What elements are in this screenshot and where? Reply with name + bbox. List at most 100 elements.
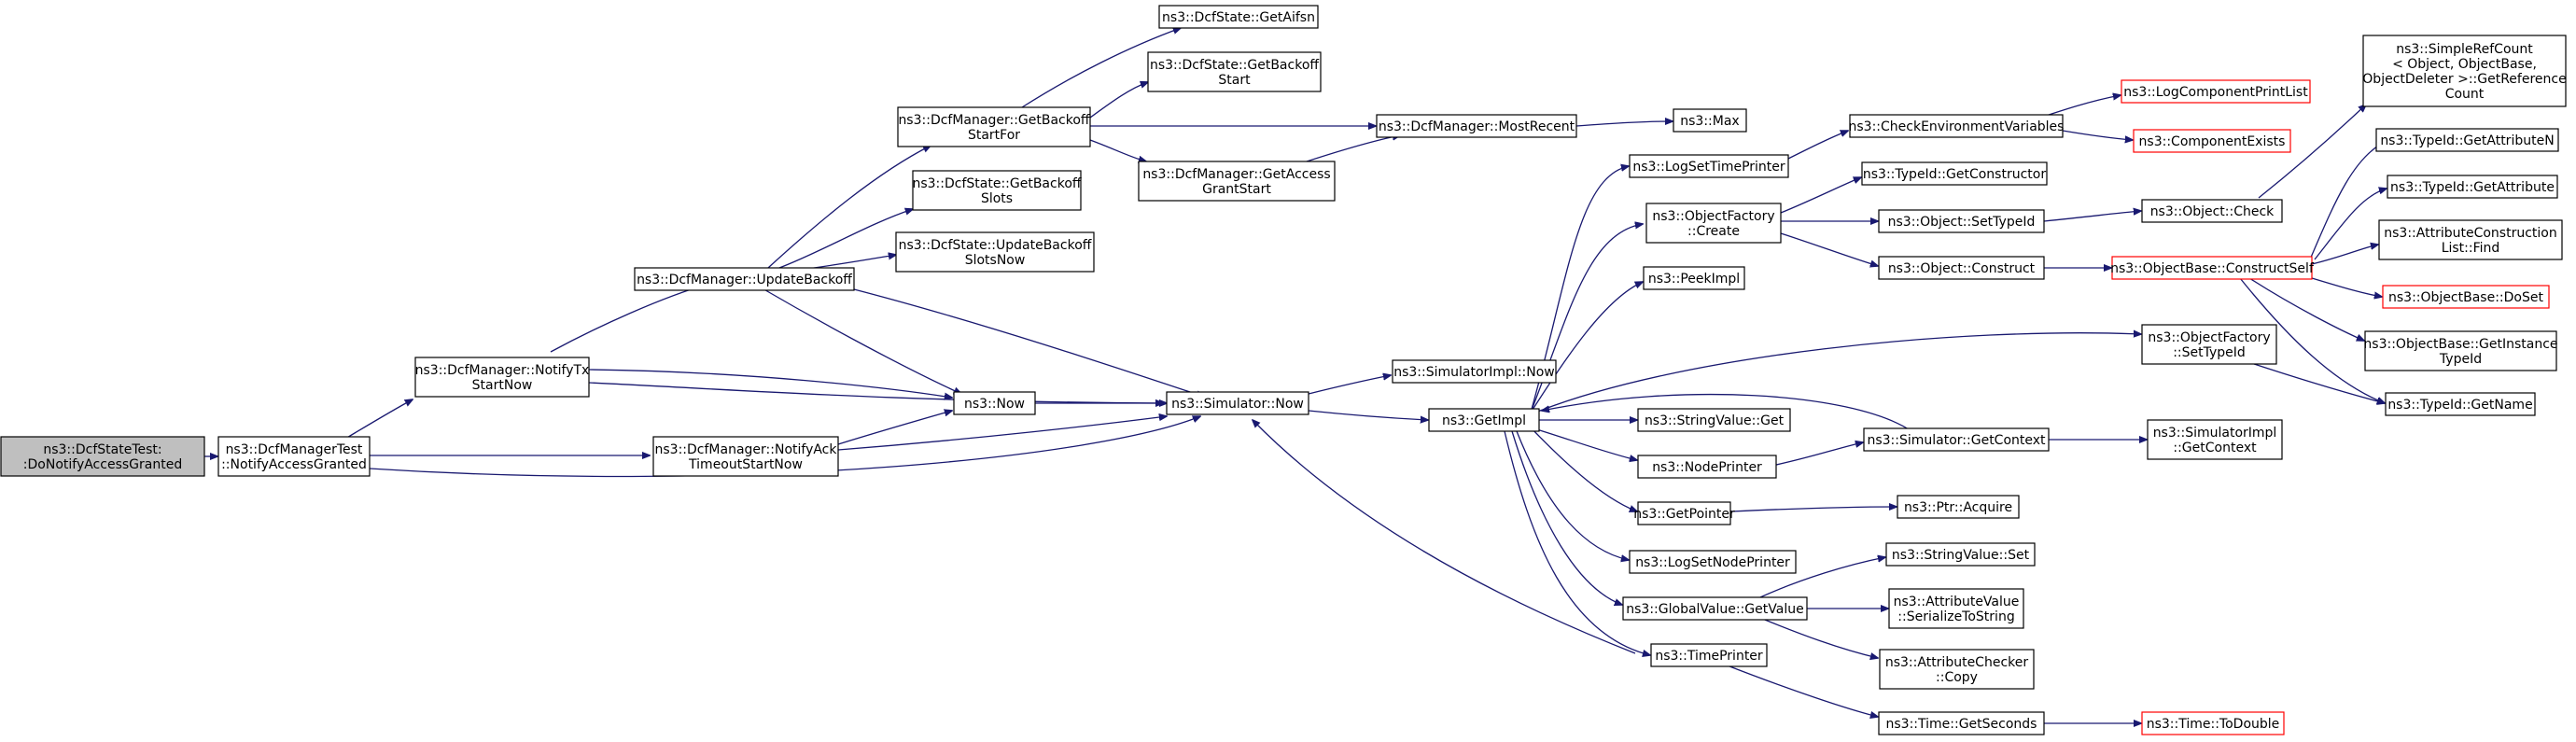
edge <box>2311 277 2382 297</box>
node-label: ns3::Ptr::Acquire <box>1904 500 2012 515</box>
node-label: ns3::GlobalValue::GetValue <box>1626 602 1803 617</box>
node-label: ::Copy <box>1936 670 1978 685</box>
node-label: ns3::Time::GetSeconds <box>1886 717 2037 732</box>
edge <box>1308 410 1428 420</box>
edge <box>1759 557 1885 598</box>
node-objectfactory-settypeid[interactable]: ns3::ObjectFactory::SetTypeId <box>2141 324 2277 365</box>
node-simulator-now[interactable]: ns3::Simulator::Now <box>1166 391 1309 415</box>
node-label: ns3::AttributeConstruction <box>2384 226 2556 241</box>
node-dcfmanagertest-notifyaccessgranted[interactable]: ns3::DcfManagerTest::NotifyAccessGranted <box>217 436 371 477</box>
node-label: ns3::DcfManagerTest <box>226 442 363 457</box>
node-getpointer[interactable]: ns3::GetPointer <box>1633 501 1735 525</box>
edge <box>760 287 961 394</box>
node-dcfmanager-mostrecent[interactable]: ns3::DcfManager::MostRecent <box>1376 114 1577 138</box>
node-label: ::SerializeToString <box>1897 609 2014 624</box>
node-simplerefcount-getreferencecount[interactable]: ns3::SimpleRefCount< Object, ObjectBase,… <box>2362 35 2567 107</box>
node-typeid-getattribute[interactable]: ns3::TypeId::GetAttribute <box>2387 175 2558 199</box>
edge <box>2239 277 2385 403</box>
node-peekimpl[interactable]: ns3::PeekImpl <box>1643 266 1745 290</box>
edge <box>1530 427 1637 460</box>
node-label: StartFor <box>968 128 1020 143</box>
node-now[interactable]: ns3::Now <box>953 391 1036 415</box>
node-objectbase-constructself[interactable]: ns3::ObjectBase::ConstructSelf <box>2110 256 2315 280</box>
node-label: ns3::TypeId::GetConstructor <box>1863 167 2046 182</box>
edge <box>1511 430 1622 605</box>
node-objectbase-doset[interactable]: ns3::ObjectBase::DoSet <box>2382 285 2550 309</box>
node-label: TimeoutStartNow <box>688 457 803 472</box>
node-label: ns3::Max <box>1680 114 1739 129</box>
node-label: ns3::NodePrinter <box>1652 460 1762 475</box>
node-time-todouble[interactable]: ns3::Time::ToDouble <box>2141 711 2285 735</box>
node-dcfstatetest-donotifyaccessgranted[interactable]: ns3::DcfStateTest::DoNotifyAccessGranted <box>0 436 205 477</box>
node-dcfstate-getaifsn[interactable]: ns3::DcfState::GetAifsn <box>1158 5 1319 29</box>
node-stringvalue-get[interactable]: ns3::StringValue::Get <box>1637 408 1791 432</box>
node-max[interactable]: ns3::Max <box>1673 108 1747 133</box>
node-label: ns3::SimulatorImpl <box>2153 426 2277 441</box>
node-object-check[interactable]: ns3::Object::Check <box>2141 199 2283 223</box>
node-label: ns3::Simulator::Now <box>1171 397 1304 412</box>
node-label: ns3::ObjectBase::DoSet <box>2388 290 2543 305</box>
node-nodeprinter[interactable]: ns3::NodePrinter <box>1637 455 1777 479</box>
node-logsetnodeprinter[interactable]: ns3::LogSetNodePrinter <box>1629 550 1797 574</box>
node-getimpl[interactable]: ns3::GetImpl <box>1428 408 1540 432</box>
node-logcomponentprintlist[interactable]: ns3::LogComponentPrintList <box>2121 79 2311 104</box>
edge <box>1575 121 1673 127</box>
node-label: ns3::Object::SetTypeId <box>1888 215 2036 230</box>
node-typeid-getattributen[interactable]: ns3::TypeId::GetAttributeN <box>2375 128 2559 152</box>
node-objectfactory-create[interactable]: ns3::ObjectFactory::Create <box>1645 203 1782 244</box>
node-simulatorimpl-getcontext[interactable]: ns3::SimulatorImpl::GetContext <box>2147 419 2283 460</box>
node-dcfmanager-notifyacktimeoutstartnow[interactable]: ns3::DcfManager::NotifyAckTimeoutStartNo… <box>652 436 839 477</box>
node-label: ns3::StringValue::Get <box>1645 413 1785 428</box>
node-simulator-getcontext[interactable]: ns3::Simulator::GetContext <box>1863 427 2050 452</box>
node-logsettimeprinter[interactable]: ns3::LogSetTimePrinter <box>1629 154 1789 178</box>
node-attributechecker-copy[interactable]: ns3::AttributeChecker::Copy <box>1879 649 2035 690</box>
edge <box>1775 442 1863 466</box>
edge <box>1306 135 1400 162</box>
node-dcfmanager-updatebackoff[interactable]: ns3::DcfManager::UpdateBackoff <box>634 267 855 291</box>
node-label: Start <box>1218 73 1251 88</box>
edge <box>550 284 709 353</box>
node-attributevalue-serializetostring[interactable]: ns3::AttributeValue::SerializeToString <box>1888 588 2024 629</box>
edge <box>1729 507 1897 512</box>
node-label: ns3::DcfManager::MostRecent <box>1379 119 1575 134</box>
node-label: ns3::LogSetNodePrinter <box>1635 555 1790 570</box>
node-ptr-acquire[interactable]: ns3::Ptr::Acquire <box>1897 495 2020 519</box>
node-label: ns3::ObjectBase::ConstructSelf <box>2110 261 2315 276</box>
node-object-construct[interactable]: ns3::Object::Construct <box>1878 256 2045 280</box>
node-checkenvironmentvariables[interactable]: ns3::CheckEnvironmentVariables <box>1849 114 2065 138</box>
node-simulatorimpl-now[interactable]: ns3::SimulatorImpl::Now <box>1392 359 1557 384</box>
node-label: ns3::TimePrinter <box>1655 649 1763 664</box>
edge <box>1780 232 1878 266</box>
node-typeid-getconstructor[interactable]: ns3::TypeId::GetConstructor <box>1861 161 2048 186</box>
node-label: < Object, ObjectBase, <box>2392 57 2537 72</box>
node-stringvalue-set[interactable]: ns3::StringValue::Set <box>1885 542 2036 567</box>
edge <box>1724 664 1878 717</box>
node-typeid-getname[interactable]: ns3::TypeId::GetName <box>2385 392 2536 416</box>
node-object-settypeid[interactable]: ns3::Object::SetTypeId <box>1878 209 2045 233</box>
edge <box>1530 427 1637 511</box>
edge <box>2311 245 2378 265</box>
edge <box>2062 130 2133 140</box>
node-label: ns3::SimulatorImpl::Now <box>1393 365 1555 380</box>
node-label: ns3::ComponentExists <box>2139 134 2286 149</box>
node-label: ns3::Now <box>964 397 1025 412</box>
node-componentexists[interactable]: ns3::ComponentExists <box>2133 129 2291 153</box>
node-time-getseconds[interactable]: ns3::Time::GetSeconds <box>1878 711 2045 735</box>
edge <box>369 416 1200 478</box>
node-timeprinter[interactable]: ns3::TimePrinter <box>1650 643 1768 667</box>
node-label: ns3::DcfManager::GetAccess <box>1142 167 1330 182</box>
node-label: ns3::GetImpl <box>1442 413 1526 428</box>
node-label: ns3::TypeId::GetName <box>2387 398 2532 413</box>
node-label: ns3::DcfManager::NotifyAck <box>655 442 838 457</box>
node-label: ns3::PeekImpl <box>1648 272 1740 287</box>
node-globalvalue-getvalue[interactable]: ns3::GlobalValue::GetValue <box>1622 596 1808 621</box>
node-label: GrantStart <box>1202 182 1271 197</box>
